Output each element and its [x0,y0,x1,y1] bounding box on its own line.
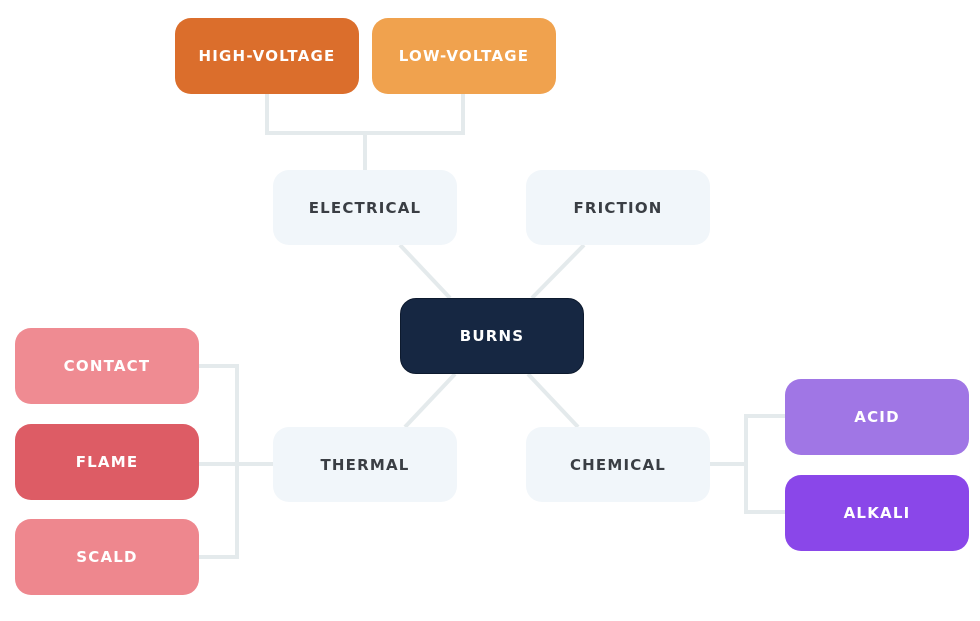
node-label: HIGH-VOLTAGE [198,47,336,65]
node-label: FRICTION [573,198,663,217]
node-thermal[interactable]: THERMAL [273,427,457,502]
node-label: FLAME [75,453,139,471]
connector-root-thermal [403,372,457,429]
connector-root-chemical [526,372,580,429]
node-label: LOW-VOLTAGE [398,47,530,65]
node-contact[interactable]: CONTACT [15,328,199,404]
node-label: CONTACT [63,357,151,375]
node-label: ACID [854,408,900,426]
node-friction[interactable]: FRICTION [526,170,710,245]
node-alkali[interactable]: ALKALI [785,475,969,551]
connector-root-electrical [398,243,452,300]
node-label: THERMAL [320,455,410,474]
node-scald[interactable]: SCALD [15,519,199,595]
node-electrical[interactable]: ELECTRICAL [273,170,457,245]
node-label: SCALD [76,548,138,566]
node-chemical[interactable]: CHEMICAL [526,427,710,502]
node-label: BURNS [459,327,525,345]
node-high-voltage[interactable]: HIGH-VOLTAGE [175,18,359,94]
node-low-voltage[interactable]: LOW-VOLTAGE [372,18,556,94]
connector-chemical-children [744,414,785,514]
node-flame[interactable]: FLAME [15,424,199,500]
node-label: CHEMICAL [569,455,667,474]
node-label: ALKALI [843,504,911,522]
connector-electrical-children [265,94,465,135]
connector-thermal-children [198,364,239,559]
node-root-burns[interactable]: BURNS [400,298,584,374]
node-acid[interactable]: ACID [785,379,969,455]
node-label: ELECTRICAL [308,198,422,217]
connector-root-friction [530,243,586,300]
